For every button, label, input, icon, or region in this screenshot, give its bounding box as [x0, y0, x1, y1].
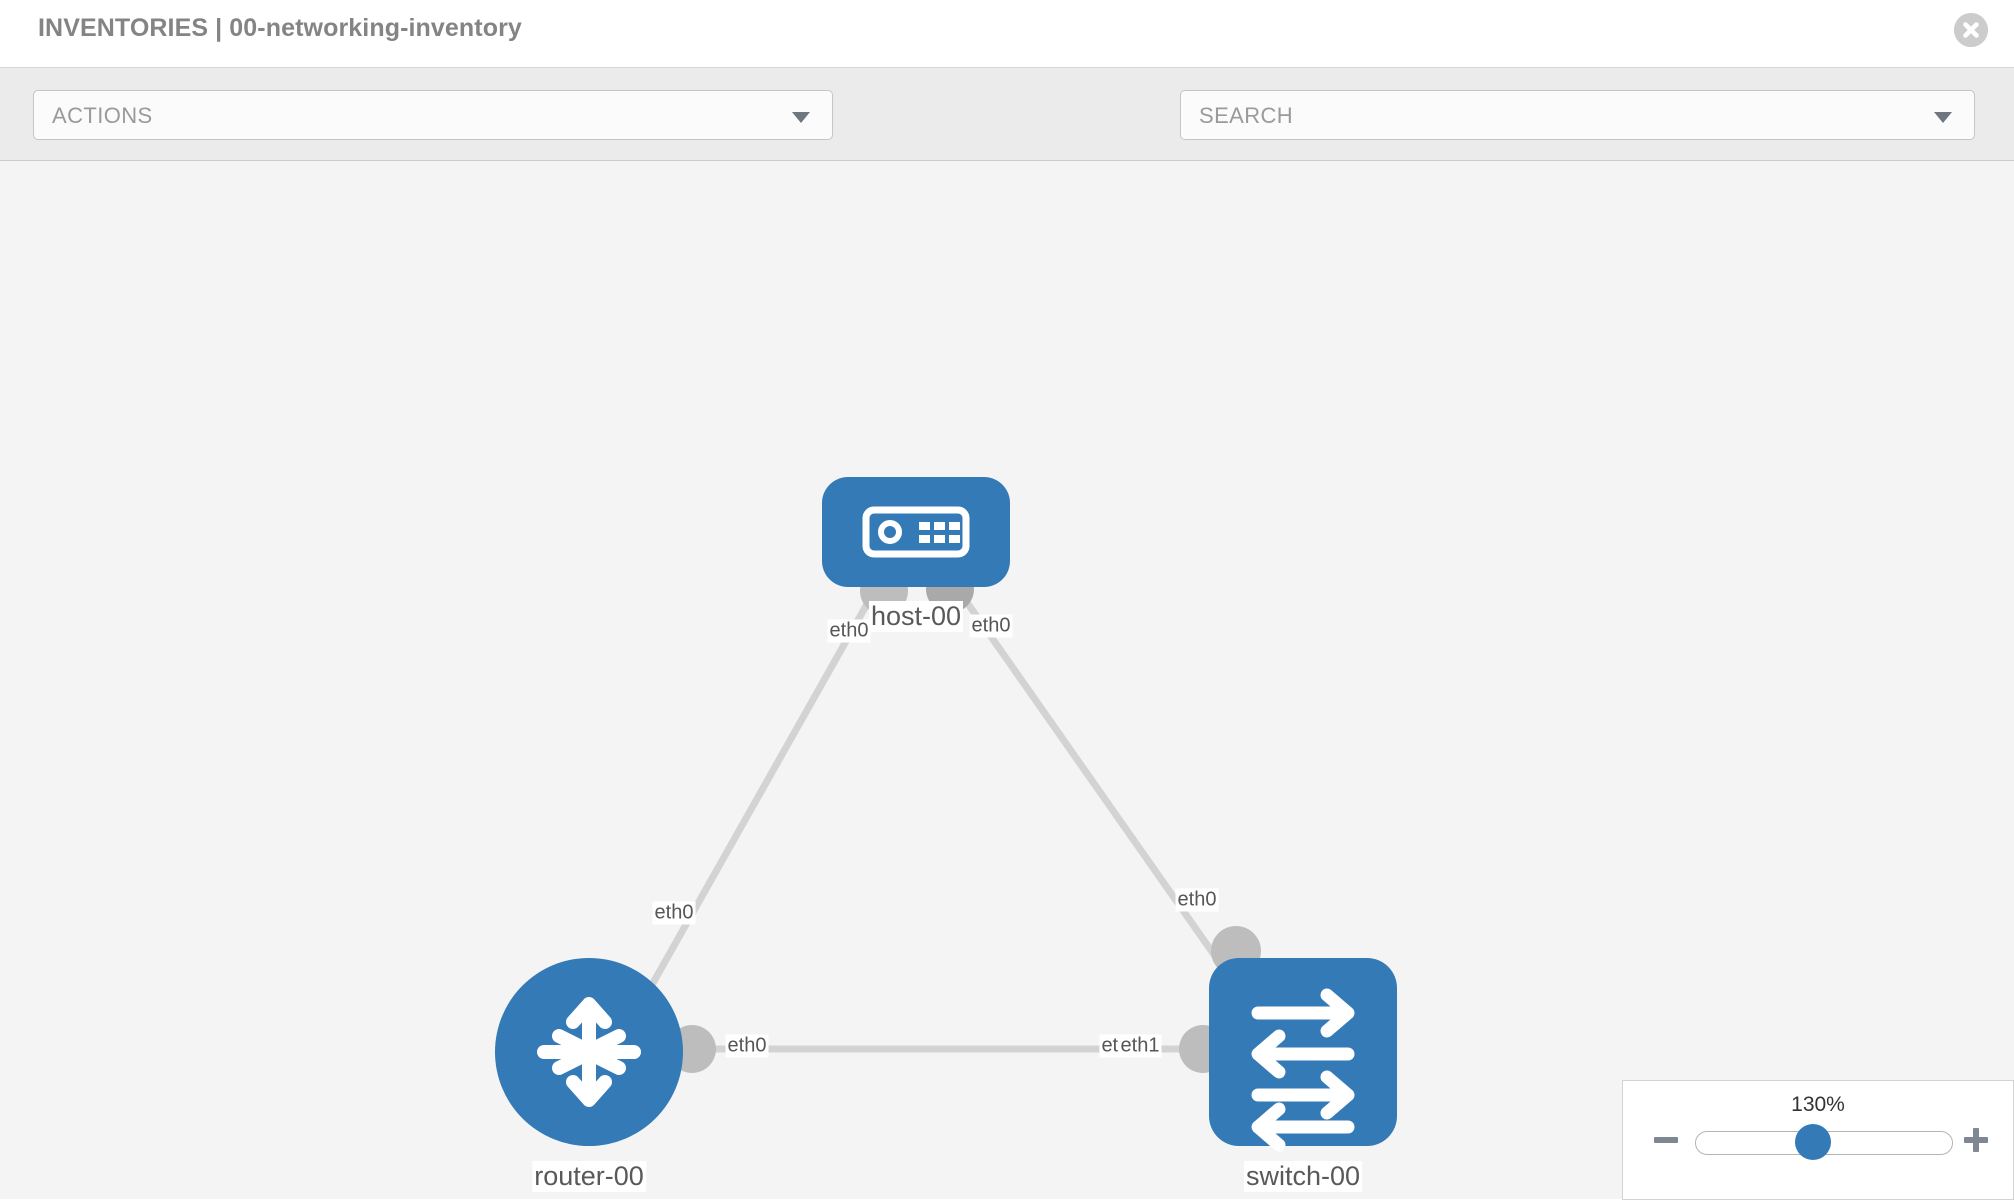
iface-label-switch00-overlap: etl: [1099, 1034, 1125, 1058]
chevron-down-icon: [1934, 112, 1952, 123]
node-label-switch-00: switch-00: [1243, 1161, 1363, 1192]
iface-label-switch00-eth1: eth1: [1118, 1034, 1162, 1058]
zoom-level-value: 130%: [1791, 1093, 1845, 1116]
close-icon[interactable]: [1954, 13, 1988, 47]
plus-icon[interactable]: [1961, 1125, 1991, 1155]
node-label-host-00: host-00: [868, 601, 964, 632]
link-host00-switch00: [949, 578, 1253, 1009]
iface-label-router00-uplink: eth0: [652, 901, 696, 925]
iface-label-host00-right: eth0: [969, 614, 1013, 638]
search-input-value: SEARCH: [1199, 103, 1294, 128]
page-title: INVENTORIES | 00-networking-inventory: [38, 14, 522, 42]
toolbar: ACTIONS SEARCH: [0, 68, 2014, 203]
search-input[interactable]: SEARCH: [1180, 90, 1975, 140]
iface-label-router00-eth0: eth0: [725, 1034, 769, 1058]
node-switch-00[interactable]: [1209, 958, 1397, 1152]
node-host-00[interactable]: [822, 477, 1010, 587]
iface-label-switch00-uplink: eth0: [1175, 888, 1219, 912]
actions-dropdown-label: ACTIONS: [52, 103, 153, 128]
topology-canvas[interactable]: host-00 router-00 switch-00 eth0 eth0 et…: [0, 161, 2014, 1199]
minus-icon[interactable]: [1651, 1125, 1681, 1155]
node-router-00[interactable]: [495, 958, 683, 1146]
actions-dropdown[interactable]: ACTIONS: [33, 90, 833, 140]
topology-graph: [495, 477, 1397, 1152]
link-host00-router00: [636, 579, 884, 1008]
topology-ports: [668, 565, 1261, 1073]
page-header: INVENTORIES | 00-networking-inventory: [0, 0, 2014, 68]
zoom-control[interactable]: 130%: [1622, 1080, 2014, 1200]
chevron-down-icon: [792, 112, 810, 123]
iface-label-host00-left: eth0: [827, 619, 871, 643]
topology-links: [636, 578, 1253, 1053]
node-label-router-00: router-00: [532, 1161, 646, 1192]
zoom-slider-thumb[interactable]: [1795, 1124, 1831, 1160]
